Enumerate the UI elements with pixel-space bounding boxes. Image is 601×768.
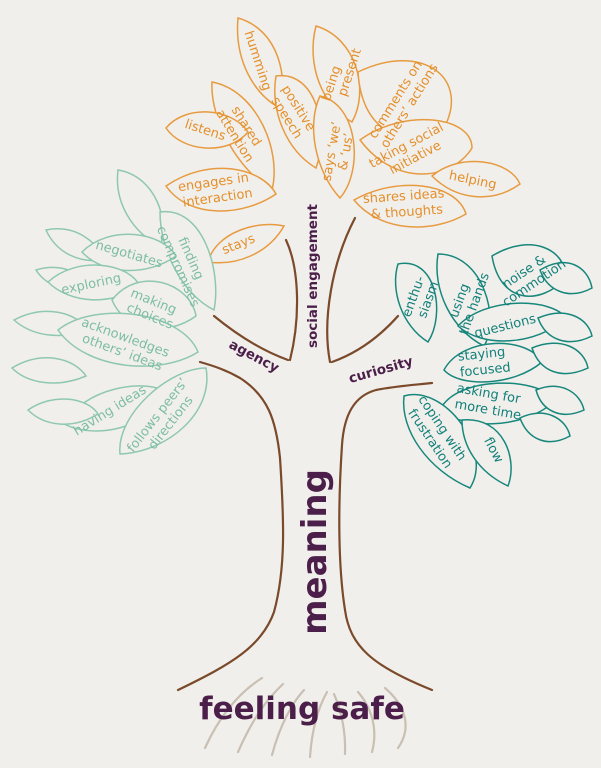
leaf-says-we-us xyxy=(312,95,355,200)
leaf-blank-4 xyxy=(535,385,585,415)
leaf-blank-6 xyxy=(26,398,100,425)
leaf-stays xyxy=(207,223,286,264)
label-staying-focused: staying focused xyxy=(457,344,512,380)
leaf-being-present xyxy=(312,25,361,124)
leaf-enthusiasm xyxy=(394,262,438,344)
title-feeling-safe: feeling safe xyxy=(199,691,405,727)
trunk xyxy=(176,216,434,692)
leaf-blank-1 xyxy=(539,261,593,295)
agency-leaves xyxy=(10,169,217,455)
branch-label-social-engagement: social engagement xyxy=(305,203,321,348)
leaf-flow xyxy=(461,419,512,488)
leaf-engages-in-interaction xyxy=(164,167,277,212)
leaf-helping xyxy=(430,160,521,198)
leaf-taking-social-initiative xyxy=(358,118,473,175)
trunk-label-meaning: meaning xyxy=(295,469,335,635)
branch-label-agency: agency xyxy=(226,337,282,377)
leaf-acknowledges-others-ideas xyxy=(56,312,199,367)
leaf-blank-5 xyxy=(10,357,88,384)
curiosity-leaves xyxy=(394,244,593,489)
branch-label-curiosity: curiosity xyxy=(347,353,415,387)
leaf-follows-peers-directions xyxy=(119,367,208,455)
leaf-shares-ideas-thoughts xyxy=(352,184,467,228)
leaf-blank-5 xyxy=(519,412,571,443)
leaf-listens xyxy=(165,111,249,149)
leaf-blank-3 xyxy=(531,342,589,375)
social-engagement-leaves xyxy=(164,17,521,264)
roots xyxy=(203,676,407,759)
label-shares-ideas-thoughts: shares ideas & thoughts xyxy=(362,186,450,223)
leaf-blank-2 xyxy=(537,312,593,343)
leaf-positive-speech xyxy=(274,75,323,170)
leaf-coping-with-frustration xyxy=(402,393,477,489)
